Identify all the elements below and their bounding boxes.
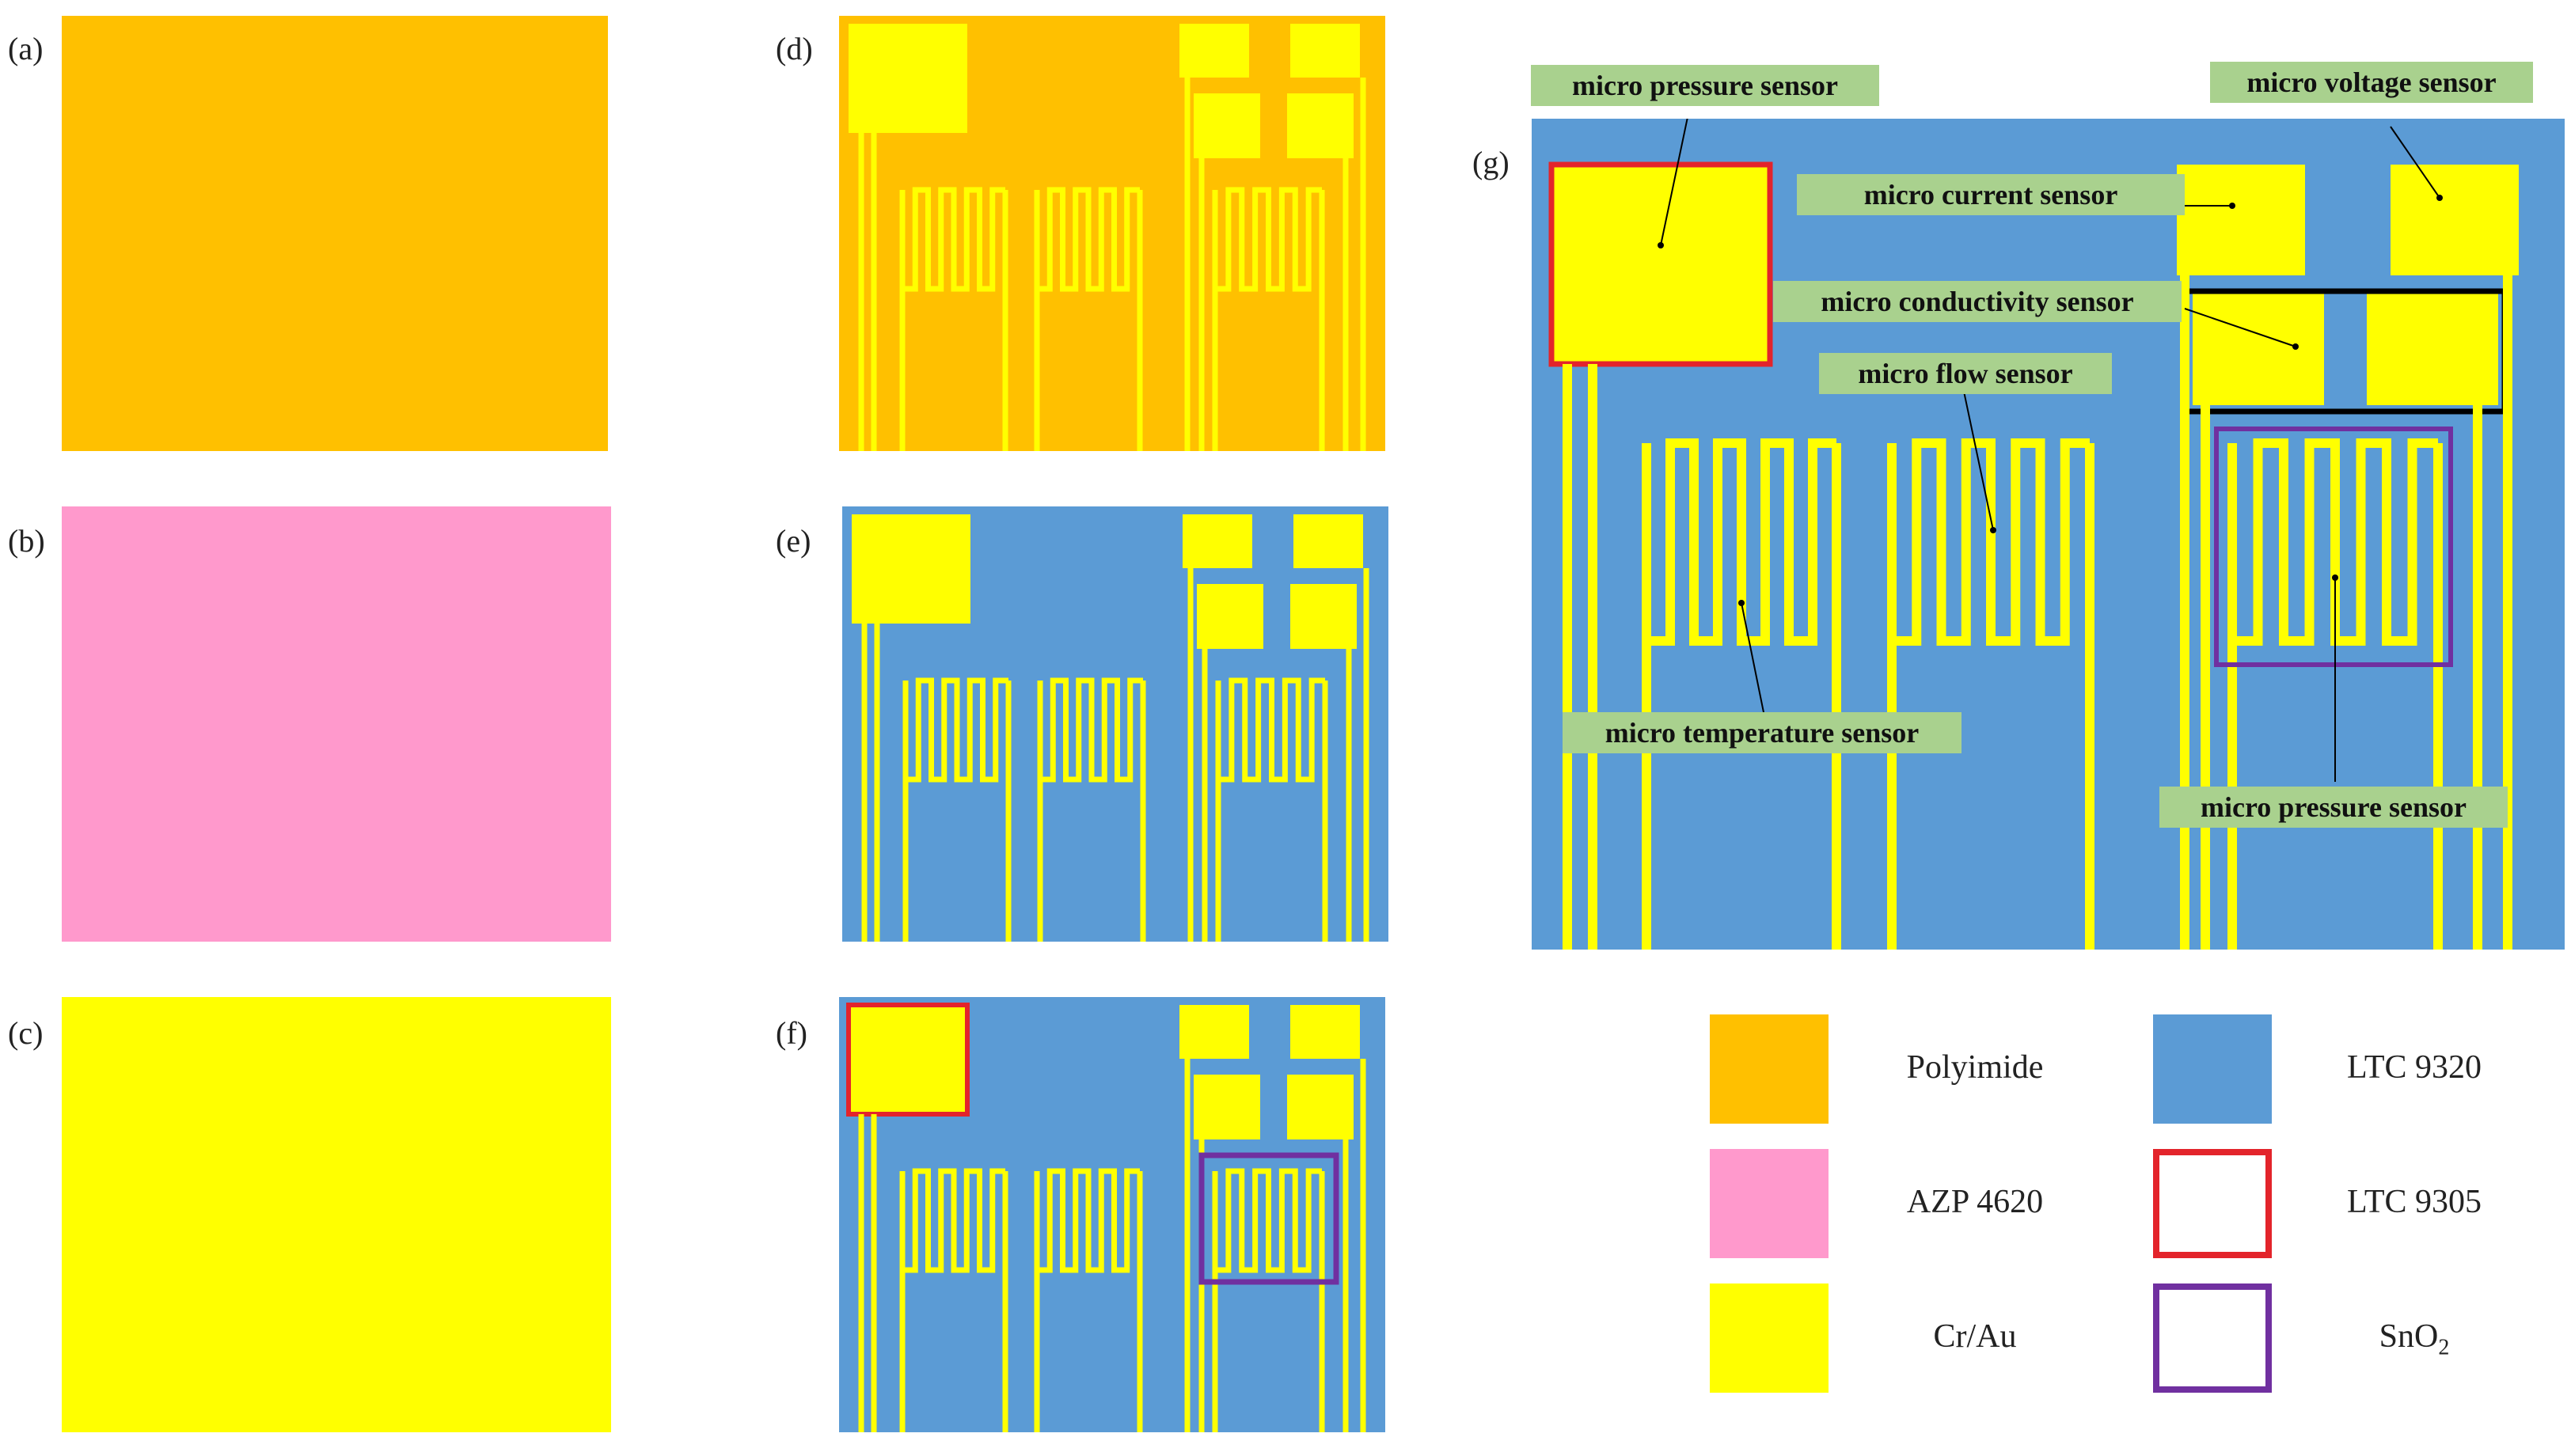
callout-pressure-top: micro pressure sensor <box>1531 65 1879 106</box>
panel-label-d: (d) <box>776 31 813 66</box>
meander-sno2 <box>1212 187 1322 292</box>
legend-label-sno2-main: SnO <box>2379 1318 2439 1355</box>
legend-swatch-azp <box>1710 1149 1829 1258</box>
panel-label-g: (g) <box>1472 145 1510 180</box>
legend-label-azp: AZP 4620 <box>1906 1184 2044 1220</box>
pad-conductivity-left <box>1194 1075 1260 1139</box>
callout-voltage: micro voltage sensor <box>2210 62 2533 103</box>
meander-sno2 <box>1215 677 1325 783</box>
leader-flow <box>1962 387 1994 531</box>
leader-dot-flow <box>1990 527 1996 533</box>
leader-conductivity <box>2184 308 2296 347</box>
pad-current <box>1179 1005 1249 1059</box>
callout-flow: micro flow sensor <box>1819 353 2112 394</box>
legend-label-sno2: SnO2 <box>2296 1318 2533 1360</box>
pad-conductivity-right <box>1290 584 1357 649</box>
legend-label-sno2-sub: 2 <box>2438 1335 2450 1360</box>
callout-current: micro current sensor <box>1797 174 2185 215</box>
legend-swatch-ltc9320 <box>2153 1014 2272 1124</box>
meander-sno2 <box>1212 1168 1322 1273</box>
meander-flow <box>1887 438 2090 646</box>
panel-f-ltc9305-sno2 <box>839 997 1385 1432</box>
pad-conductivity-right <box>1287 93 1354 158</box>
pad-conductivity-left <box>2193 291 2324 405</box>
leader-dot-pressure-top <box>1658 242 1664 248</box>
legend-swatch-polyimide <box>1710 1014 1829 1124</box>
pad-pressure <box>849 24 967 133</box>
panel-label-f: (f) <box>776 1015 807 1051</box>
leader-pressure-top <box>1660 119 1688 246</box>
pad-conductivity-left <box>1197 584 1263 649</box>
panel-label-a: (a) <box>8 31 44 66</box>
pad-conductivity-left <box>1194 93 1260 158</box>
legend-swatch-crau <box>1710 1283 1829 1393</box>
panel-e-ltc9320-coated <box>842 506 1388 942</box>
leader-dot-current <box>2229 203 2235 209</box>
pad-conductivity-right <box>2367 291 2498 405</box>
meander-sno2 <box>2227 438 2438 646</box>
leader-voltage <box>2390 126 2440 199</box>
legend-label-ltc9305: LTC 9305 <box>2347 1184 2482 1220</box>
leader-dot-temperature <box>1738 600 1745 606</box>
callout-conductivity: micro conductivity sensor <box>1773 281 2182 322</box>
meander-flow <box>1034 1168 1140 1273</box>
leader-dot-pressure-bottom <box>2332 574 2338 581</box>
pad-voltage <box>1290 24 1360 78</box>
pad-pressure <box>852 514 970 624</box>
pad-current <box>1183 514 1252 568</box>
panel-label-b: (b) <box>8 523 45 559</box>
panel-label-c: (c) <box>8 1015 44 1051</box>
pad-voltage <box>1293 514 1363 568</box>
pad-voltage <box>2391 165 2519 275</box>
meander-flow <box>1037 677 1143 783</box>
pad-current <box>1179 24 1249 78</box>
callout-temperature: micro temperature sensor <box>1563 712 1961 753</box>
leader-dot-voltage <box>2436 195 2443 201</box>
leader-dot-conductivity <box>2292 343 2299 350</box>
meander-temperature <box>899 187 1005 292</box>
pad-voltage <box>1290 1005 1360 1059</box>
legend-label-crau: Cr/Au <box>1933 1318 2017 1355</box>
panel-label-e: (e) <box>776 523 811 559</box>
legend-label-ltc9320: LTC 9320 <box>2347 1049 2482 1086</box>
pad-conductivity-right <box>1287 1075 1354 1139</box>
panel-d-patterned-crau <box>839 16 1385 451</box>
callout-pressure-bottom: micro pressure sensor <box>2159 787 2508 828</box>
meander-flow <box>1034 187 1140 292</box>
meander-temperature <box>899 1168 1005 1273</box>
panel-a-polyimide-layer <box>62 16 608 451</box>
legend-swatch-ltc9305 <box>2153 1149 2272 1258</box>
frame-sno2 <box>2214 427 2453 667</box>
legend-label-polyimide: Polyimide <box>1906 1049 2044 1086</box>
pad-pressure <box>1548 161 1773 367</box>
legend-swatch-sno2 <box>2153 1283 2272 1393</box>
pad-current <box>2177 165 2305 275</box>
leader-temperature <box>1741 602 1766 721</box>
panel-c-crau-layer <box>62 997 611 1432</box>
frame-sno2 <box>1198 1152 1339 1285</box>
meander-temperature <box>902 677 1008 783</box>
meander-temperature <box>1642 438 1836 646</box>
pad-pressure <box>846 1003 970 1117</box>
panel-b-azp-layer <box>62 506 611 942</box>
